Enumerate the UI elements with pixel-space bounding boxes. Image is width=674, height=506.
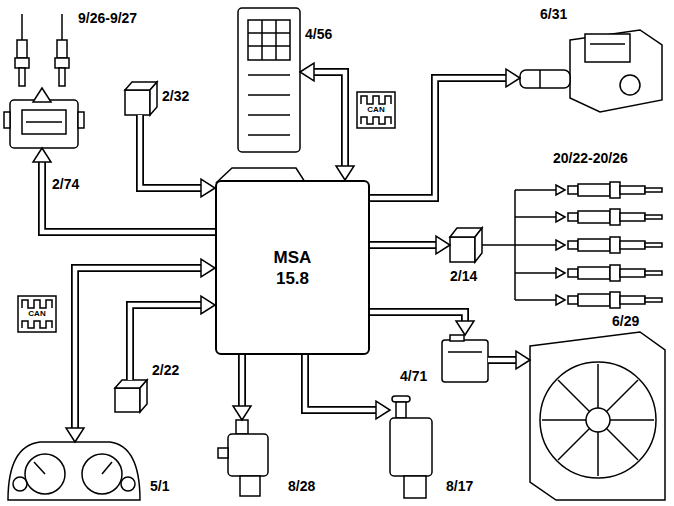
callout-number: 6/31: [540, 6, 567, 22]
arrow-head: [506, 69, 520, 87]
can-bus-symbol: [357, 92, 395, 128]
signal-arrow: [370, 312, 474, 335]
arrow-head: [336, 166, 354, 180]
arrow-head: [300, 63, 314, 81]
cooling-fan: [530, 332, 665, 500]
arrow-head: [33, 88, 51, 102]
callout-number: 2/14: [450, 268, 477, 284]
arrow-outline: [488, 356, 517, 364]
solenoid-valve: [218, 420, 268, 496]
arrow-head: [233, 406, 251, 420]
glow-plug-pair: [15, 14, 69, 86]
arrow-outline: [313, 72, 345, 167]
callout-number: 2/32: [162, 88, 189, 104]
arrow-head: [66, 428, 84, 442]
arrow-outline: [130, 305, 202, 380]
arrow-body: [488, 358, 517, 363]
can-bus-symbol: [18, 296, 56, 332]
arrow-body: [370, 312, 465, 322]
glow-plug-row: [568, 182, 662, 308]
wire-line: [482, 244, 557, 246]
arrow-outline: [42, 161, 215, 232]
signal-arrow: [488, 351, 530, 369]
control-module-box: [238, 8, 300, 152]
callout-number: 9/26-9/27: [78, 10, 137, 26]
fan-control-module: [442, 335, 488, 382]
arrow-outline: [75, 268, 202, 429]
solenoid-valve: 8/28: [218, 420, 268, 498]
fuse-box: 4/56: [238, 8, 300, 152]
signal-arrow: [140, 115, 215, 197]
arrow-body: [75, 268, 202, 429]
arrow-head: [556, 240, 565, 250]
signal-wire: [482, 240, 565, 250]
arrow-head: [201, 179, 215, 197]
sensor-cube: [125, 82, 157, 115]
callout-number: 2/74: [52, 176, 79, 192]
arrow-body: [42, 161, 215, 232]
relay-cube: [450, 228, 482, 262]
engine-control-module: MSA 15.8: [215, 180, 370, 355]
signal-arrow: [130, 296, 215, 380]
arrow-head: [201, 259, 215, 277]
callout-number: 20/22-20/26: [553, 150, 628, 166]
arrow-head: [33, 148, 51, 162]
arrow-head: [376, 401, 390, 419]
injection-pump: 6/31: [520, 30, 665, 112]
instrument-cluster: 5/1: [8, 442, 140, 500]
callout-number: 8/17: [446, 478, 473, 494]
signal-arrow: [370, 236, 450, 254]
callout-number: 5/1: [150, 478, 169, 494]
instrument-cluster: [8, 442, 140, 500]
callout-number: 2/22: [152, 362, 179, 378]
glow-relay: [4, 100, 84, 148]
signal-name: CAN: [18, 309, 56, 318]
arrow-body: [370, 78, 507, 198]
signal-name: CAN: [357, 105, 395, 114]
glow-plug: 20/22-20/26: [565, 172, 665, 312]
arrow-head: [436, 236, 450, 254]
relay: 2/14: [450, 228, 482, 262]
signal-arrow: [66, 259, 215, 442]
callout-number: 8/28: [288, 478, 315, 494]
arrow-outline: [238, 355, 246, 407]
arrow-head: [516, 351, 530, 369]
pressure-converter: [390, 396, 432, 498]
arrow-head: [201, 296, 215, 314]
signal-arrow: [305, 355, 390, 419]
signal-arrow: [233, 355, 251, 420]
arrow-body: [313, 72, 345, 167]
pressure-converter: 8/17: [390, 396, 432, 498]
arrow-outline: [305, 355, 377, 410]
callout-number: 4/56: [305, 26, 332, 42]
injection-pump: [520, 30, 662, 112]
arrow-head: [456, 321, 474, 335]
relay-cube: [115, 380, 147, 412]
arrow-outline: [140, 115, 202, 188]
glow-relay: 2/74: [10, 100, 78, 148]
arrow-body: [130, 305, 202, 380]
cooling-fan: 6/29: [530, 332, 665, 500]
callout-number: 6/29: [612, 313, 639, 329]
callout-number: 4/71: [400, 368, 427, 384]
relay: 2/32: [125, 82, 157, 115]
arrow-outline: [370, 78, 507, 198]
module-name: MSA 15.8: [264, 247, 322, 289]
arrow-body: [240, 355, 245, 407]
fan-control-module: 4/71: [442, 335, 488, 382]
glow-plug: 9/26-9/27: [12, 28, 72, 88]
arrow-body: [140, 115, 202, 188]
arrow-outline: [370, 241, 437, 249]
relay: 2/22: [115, 380, 147, 412]
signal-arrow: [33, 88, 51, 102]
signal-arrow: [370, 69, 520, 198]
arrow-body: [370, 243, 437, 248]
arrow-outline: [370, 312, 465, 322]
arrow-body: [305, 355, 377, 410]
signal-arrow: [300, 63, 354, 180]
